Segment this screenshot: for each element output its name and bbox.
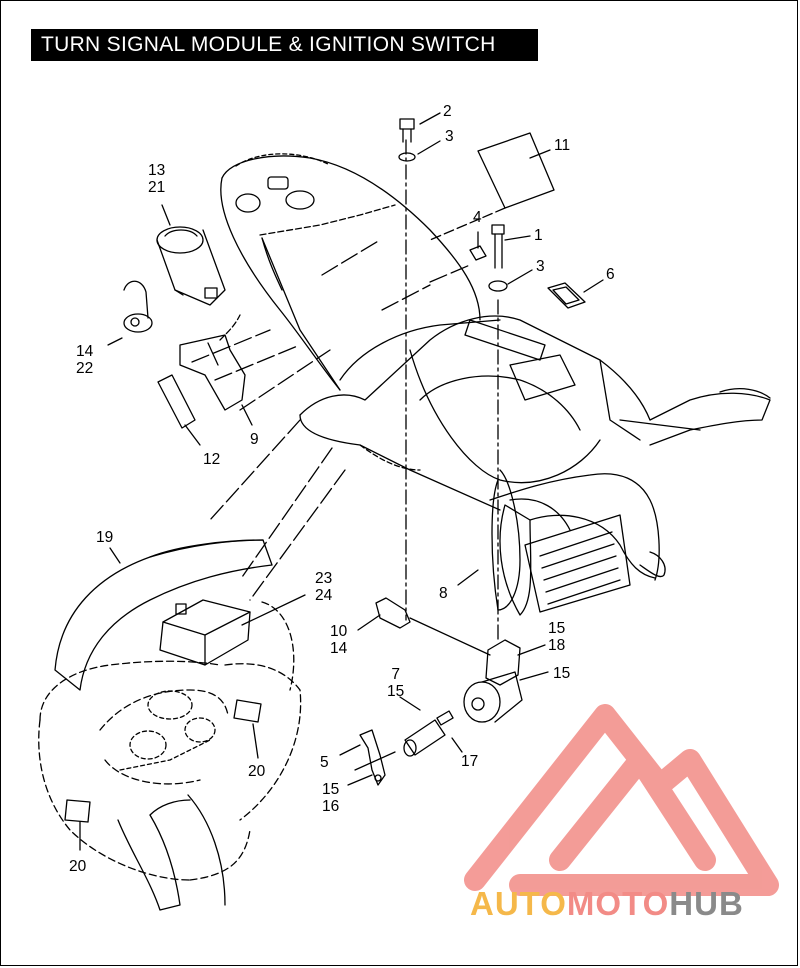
watermark-text: AUTOMOTOHUB	[470, 885, 744, 923]
pad-strip	[157, 374, 196, 429]
watermark-part-auto: AUTO	[470, 885, 567, 922]
watermark-part-hub: HUB	[669, 885, 744, 922]
fairing-bracket	[220, 153, 481, 391]
callout-1: 1	[534, 227, 543, 244]
mounting-bracket	[179, 314, 246, 411]
seat-pad	[54, 539, 273, 691]
construction-lines	[191, 239, 471, 601]
callout-20-left: 20	[69, 858, 87, 875]
watermark-part-moto: MOTO	[566, 885, 670, 922]
headlamp-internals	[119, 690, 216, 771]
callout-3-upper: 3	[445, 128, 454, 145]
callout-12: 12	[203, 451, 221, 468]
title-bar: TURN SIGNAL MODULE & IGNITION SWITCH	[31, 29, 538, 61]
lower-fairing	[38, 601, 302, 881]
callout-9: 9	[250, 431, 259, 448]
watermark-logo	[464, 704, 779, 896]
callout-3-lower: 3	[536, 258, 545, 275]
callout-15-right: 15	[553, 665, 571, 682]
key-switch-part	[359, 729, 386, 786]
turn-signal-module	[156, 226, 226, 306]
ignition-switch	[463, 639, 523, 723]
callout-19: 19	[96, 529, 114, 546]
bolt-right	[469, 224, 508, 292]
lock-cylinder	[354, 710, 454, 771]
reflector-left	[64, 799, 91, 823]
callout-8: 8	[439, 585, 448, 602]
frame-body	[299, 315, 771, 611]
key-fob	[123, 280, 153, 333]
label-plate	[429, 132, 555, 241]
wire-socket	[375, 597, 491, 656]
callout-17: 17	[461, 753, 479, 770]
callout-2: 2	[443, 103, 452, 120]
callout-4: 4	[473, 209, 482, 226]
control-module	[159, 599, 251, 666]
diagram-title: TURN SIGNAL MODULE & IGNITION SWITCH	[41, 33, 496, 56]
grommet	[547, 282, 586, 309]
callout-20-right: 20	[248, 763, 266, 780]
leader-lines	[79, 112, 604, 851]
callout-6: 6	[606, 266, 615, 283]
callout-11: 11	[554, 137, 571, 154]
reflector-right	[233, 699, 262, 723]
bolt-top	[398, 118, 416, 162]
front-fender	[117, 794, 226, 911]
tube-frame	[499, 504, 666, 616]
callout-5: 5	[320, 754, 329, 771]
